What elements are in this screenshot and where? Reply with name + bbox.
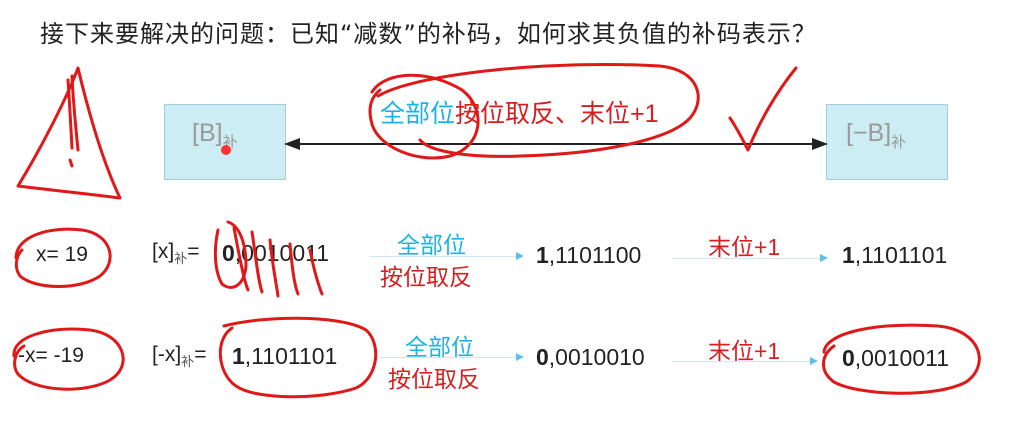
row2-arrow2 <box>672 361 810 362</box>
warning-triangle-icon <box>16 66 122 200</box>
arrow-right-icon <box>812 138 828 150</box>
neg-b-complement-label: [−B]补 <box>846 119 907 151</box>
row1-arrow2 <box>672 258 820 259</box>
row2-arrow1 <box>380 357 516 358</box>
transform-label: 全部位按位取反、末位+1 <box>380 94 659 130</box>
arrow-left-icon <box>284 138 300 150</box>
row1-arrow1 <box>370 256 516 257</box>
row1-result: 1,1101101 <box>842 242 948 268</box>
row2-var: -x= -19 <box>18 344 84 367</box>
row1-arrow1-head-icon <box>516 252 524 260</box>
b-complement-label: [B]补 <box>192 119 238 151</box>
row2-arrow1-head-icon <box>516 353 524 361</box>
row1-original: 0,0010011 <box>222 240 330 266</box>
double-arrow-line <box>292 143 818 145</box>
check-icon <box>728 66 798 152</box>
row1-inverted: 1,1101100 <box>536 242 642 268</box>
row2-comp-label: [-x]补= <box>152 343 207 370</box>
row2-original: 1,1101101 <box>232 343 338 369</box>
page-title: 接下来要解决的问题：已知“减数”的补码，如何求其负值的补码表示？ <box>40 20 817 48</box>
row1-op1-top: 全部位 <box>397 232 466 258</box>
row2-inverted: 0,0010010 <box>536 344 645 370</box>
row2-op1-top: 全部位 <box>405 334 474 360</box>
row2-arrow2-head-icon <box>810 357 818 365</box>
row1-comp-label: [x]补= <box>152 240 200 267</box>
neg-b-complement-box <box>826 104 948 180</box>
invert-add-one-label: 按位取反、末位+1 <box>455 100 659 128</box>
row1-op2: 末位+1 <box>708 234 781 260</box>
row2-result: 0,0010011 <box>842 345 950 371</box>
row2-op2: 末位+1 <box>708 338 781 364</box>
all-bits-label: 全部位 <box>380 100 456 128</box>
row1-op1-bottom: 按位取反 <box>380 264 472 290</box>
b-complement-box <box>164 104 286 180</box>
row2-op1-bottom: 按位取反 <box>388 366 480 392</box>
row1-var: x= 19 <box>36 243 88 266</box>
row1-arrow2-head-icon <box>820 254 828 262</box>
warning-exclamation-icon <box>66 74 80 168</box>
